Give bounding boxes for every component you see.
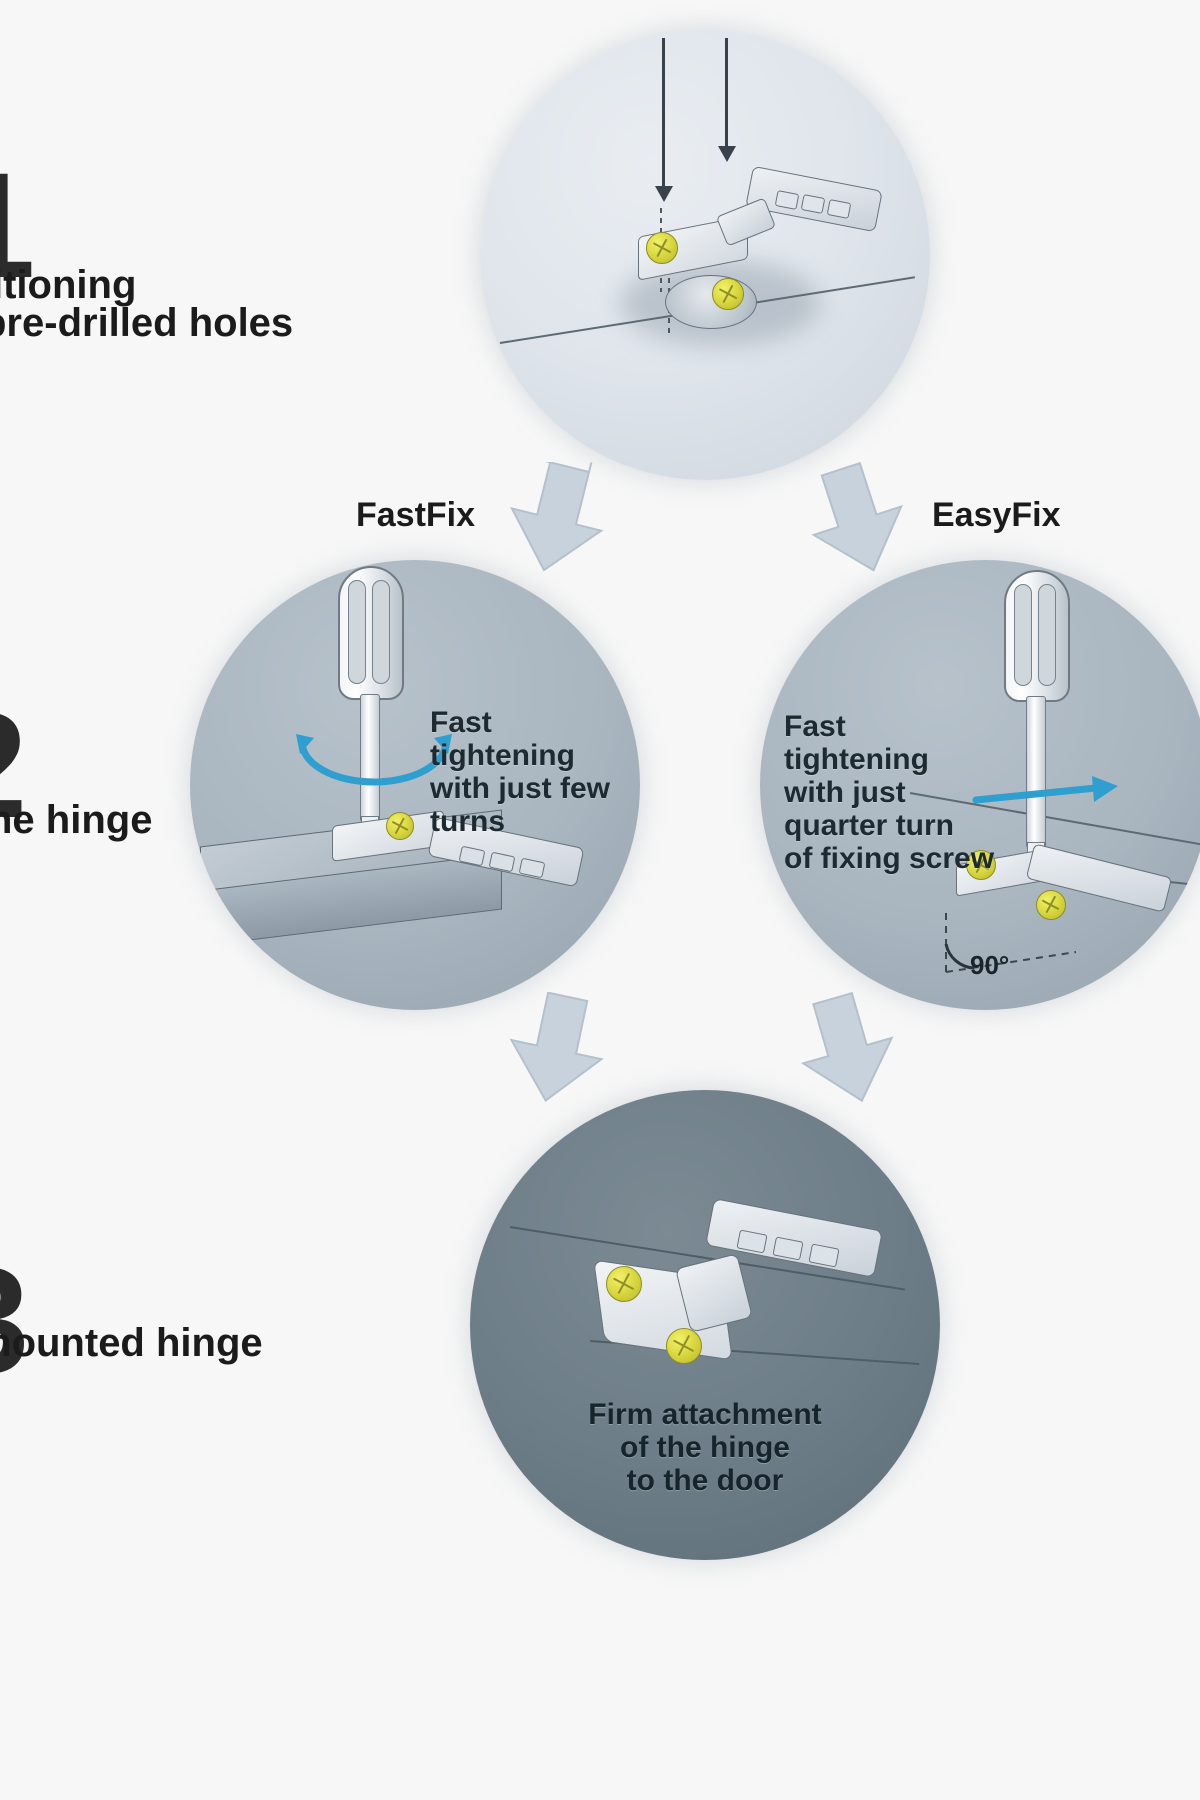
step-3-number: 3 [0,1245,29,1395]
drill-arrow-left [662,38,665,188]
step-1-number: 1 [0,150,35,300]
circle-fastfix: Fast tightening with just few turns [190,560,640,1010]
circle-final: Firm attachment of the hinge to the door [470,1090,940,1560]
arrow-top-to-easyfix [811,462,904,572]
drill-arrow-right [725,38,728,148]
arrow-fastfix-to-final [509,992,604,1102]
hinge-cup [665,275,757,329]
step-1-line1: itioning [0,263,137,307]
final-caption-line3: to the door [626,1464,784,1497]
easyfix-caption-line4: quarter turn [784,809,955,842]
step-2-line2: he hinge [0,798,153,842]
branch-label-fastfix: FastFix [356,496,476,534]
final-caption-line2: of the hinge [620,1431,790,1464]
screw-left [646,232,678,264]
final-caption-line1: Firm attachment [588,1398,822,1431]
easyfix-caption: Fast tightening with just quarter turn o… [784,710,994,875]
angle-marker-icon [944,908,1077,973]
final-caption: Firm attachment of the hinge to the door [470,1398,940,1497]
fastfix-caption-line3: turns [430,805,505,838]
rotation-arrow-icon [296,734,452,786]
branch-label-easyfix: EasyFix [932,496,1061,534]
circle-positioning [480,30,930,480]
screw-upper [606,1266,642,1302]
easyfix-caption-line5: of fixing screw [784,842,995,875]
fastfix-caption-line2: with just few [430,772,610,805]
quarter-turn-arrow-icon [972,776,1118,804]
screw-right [712,278,744,310]
step-3-line2: mounted hinge [0,1321,263,1365]
easyfix-caption-line3: with just [784,776,906,809]
step-1-line2: pre-drilled holes [0,301,294,345]
fastfix-caption-line1: Fast tightening [430,706,575,772]
angle-label: 90° [970,950,1010,980]
easyfix-caption-line2: tightening [784,743,929,776]
arrow-easyfix-to-final [800,992,894,1103]
arrow-top-to-fastfix [509,462,604,572]
screw-lower [666,1328,702,1364]
easyfix-caption-line1: Fast [784,710,846,743]
fastfix-caption: Fast tightening with just few turns [430,706,640,838]
step-2-number: 2 [0,690,27,840]
circle-easyfix: 90° Fast tightening with just quarter tu… [760,560,1200,1010]
